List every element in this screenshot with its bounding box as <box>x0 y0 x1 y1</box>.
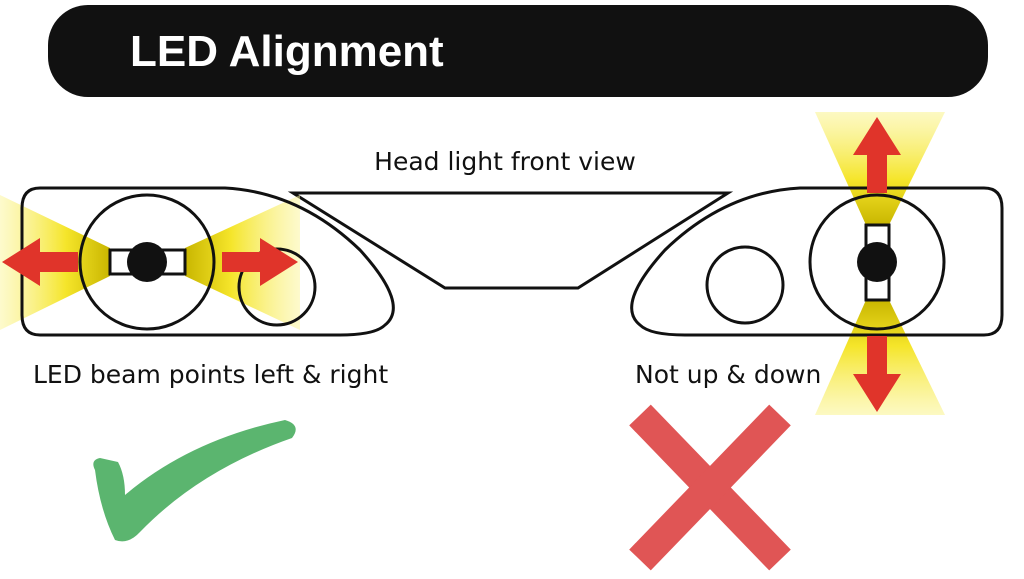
arrow-right-icon <box>222 238 298 286</box>
left-headlight-correct <box>0 186 395 337</box>
title-text: LED Alignment <box>130 27 444 76</box>
grille-shape <box>287 191 734 290</box>
arrow-left-icon <box>2 238 78 286</box>
right-headlight-wrong <box>630 112 1004 415</box>
led-bulb <box>127 242 167 282</box>
led-bulb <box>857 242 897 282</box>
caption-head-light-front-view: Head light front view <box>374 147 636 176</box>
cross-icon <box>629 404 791 571</box>
check-icon <box>93 420 296 542</box>
caption-right: Not up & down <box>635 360 821 389</box>
arrow-down-icon <box>853 336 901 412</box>
caption-left: LED beam points left & right <box>33 360 388 389</box>
title-bar: LED Alignment <box>48 5 988 97</box>
arrow-up-icon <box>853 117 901 193</box>
